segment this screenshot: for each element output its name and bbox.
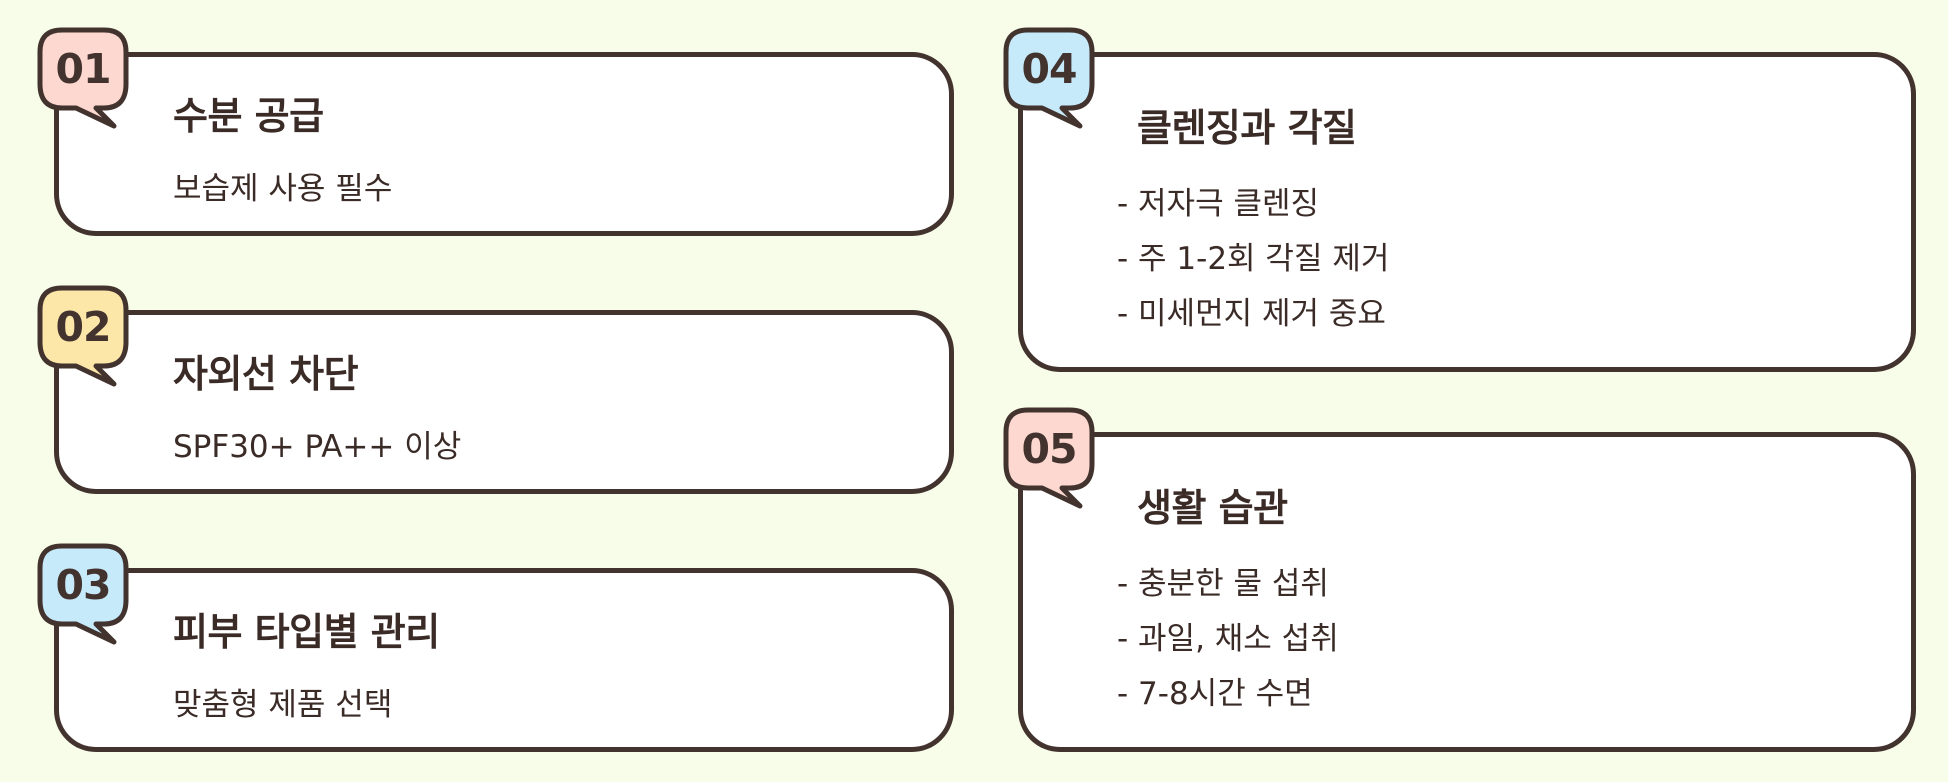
card-title: 수분 공급 bbox=[173, 94, 324, 138]
list-item: - 충분한 물 섭취 bbox=[1117, 566, 1329, 602]
badge-number: 02 bbox=[55, 303, 111, 351]
speech-bubble-icon bbox=[1003, 407, 1095, 509]
tip-card-1: 수분 공급 보습제 사용 필수 bbox=[54, 52, 954, 236]
tip-card-4: 클렌징과 각질 - 저자극 클렌징 - 주 1-2회 각질 제거 - 미세먼지 … bbox=[1018, 52, 1916, 372]
list-item: - 과일, 채소 섭취 bbox=[1117, 621, 1339, 657]
number-badge-4: 04 bbox=[1003, 27, 1120, 156]
list-item: - 미세먼지 제거 중요 bbox=[1117, 296, 1386, 332]
badge-number: 01 bbox=[55, 45, 111, 93]
tip-list: - 충분한 물 섭취 - 과일, 채소 섭취 - 7-8시간 수면 bbox=[1117, 557, 1339, 722]
tip-card-5: 생활 습관 - 충분한 물 섭취 - 과일, 채소 섭취 - 7-8시간 수면 bbox=[1018, 432, 1916, 752]
speech-bubble-icon bbox=[37, 543, 129, 645]
card-description: SPF30+ PA++ 이상 bbox=[173, 429, 462, 465]
badge-number: 04 bbox=[1021, 45, 1077, 93]
number-badge-1: 01 bbox=[37, 27, 154, 156]
badge-number: 05 bbox=[1021, 425, 1077, 473]
card-description: 맞춤형 제품 선택 bbox=[173, 687, 393, 723]
speech-bubble-icon bbox=[37, 285, 129, 387]
tip-card-3: 피부 타입별 관리 맞춤형 제품 선택 bbox=[54, 568, 954, 752]
card-title: 자외선 차단 bbox=[173, 352, 359, 396]
tip-card-2: 자외선 차단 SPF30+ PA++ 이상 bbox=[54, 310, 954, 494]
card-title: 피부 타입별 관리 bbox=[173, 610, 440, 654]
tip-list: - 저자극 클렌징 - 주 1-2회 각질 제거 - 미세먼지 제거 중요 bbox=[1117, 177, 1389, 342]
number-badge-5: 05 bbox=[1003, 407, 1120, 536]
number-badge-3: 03 bbox=[37, 543, 154, 672]
speech-bubble-icon bbox=[1003, 27, 1095, 129]
card-title: 생활 습관 bbox=[1137, 486, 1288, 530]
card-title: 클렌징과 각질 bbox=[1137, 106, 1357, 150]
list-item: - 7-8시간 수면 bbox=[1117, 676, 1313, 712]
number-badge-2: 02 bbox=[37, 285, 154, 414]
list-item: - 주 1-2회 각질 제거 bbox=[1117, 241, 1390, 277]
card-description: 보습제 사용 필수 bbox=[173, 171, 393, 207]
speech-bubble-icon bbox=[37, 27, 129, 129]
list-item: - 저자극 클렌징 bbox=[1117, 186, 1320, 222]
badge-number: 03 bbox=[55, 561, 111, 609]
